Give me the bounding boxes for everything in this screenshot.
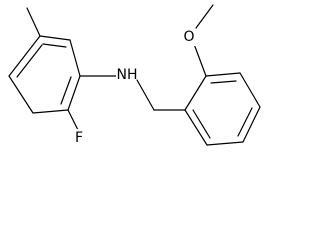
bond-ring1-upper-left [8, 35, 41, 77]
fluorine-atom: F [73, 129, 85, 146]
bond-ring2-right-upper [239, 72, 261, 108]
oxygen-to-methyl-bond [195, 4, 214, 29]
double-bond-ring1-left [16, 44, 43, 78]
bond-ring1-lower-left [8, 75, 34, 114]
methoxy-benzene-ring [184, 72, 261, 146]
double-bond-ring1-right [60, 76, 72, 105]
fluorine-bond [67, 109, 79, 131]
bond-ring2-bottom [206, 141, 244, 146]
methyl-bond [26, 7, 41, 37]
oxygen-label: O [183, 29, 194, 45]
bond-ring1-top [39, 35, 71, 41]
chemical-structure: F NH O [8, 4, 261, 146]
nitrogen-to-methylene-bond [136, 79, 155, 111]
double-bond-ring1-top [42, 43, 67, 48]
double-bond-ring2-left [192, 109, 211, 139]
fluoro-methyl-benzene-ring [8, 35, 81, 114]
bond-ring1-upper-right [69, 39, 81, 77]
bond-ring1-bottom [32, 109, 69, 114]
bond-ring1-lower-right [67, 75, 81, 111]
nitrogen-label: NH [117, 67, 138, 83]
bond-ring2-left-bottom [184, 109, 208, 146]
ring-to-oxygen-bond [193, 43, 207, 77]
double-bond-ring2-top [210, 80, 237, 84]
bond-ring2-right-lower [242, 106, 261, 143]
double-bond-ring2-right [237, 107, 253, 137]
bond-ring2-left-lower [184, 75, 207, 111]
fluorine-label: F [75, 130, 83, 146]
nitrogen-atom: NH [116, 66, 138, 84]
oxygen-atom: O [182, 28, 196, 46]
bond-ring2-top [205, 72, 241, 77]
